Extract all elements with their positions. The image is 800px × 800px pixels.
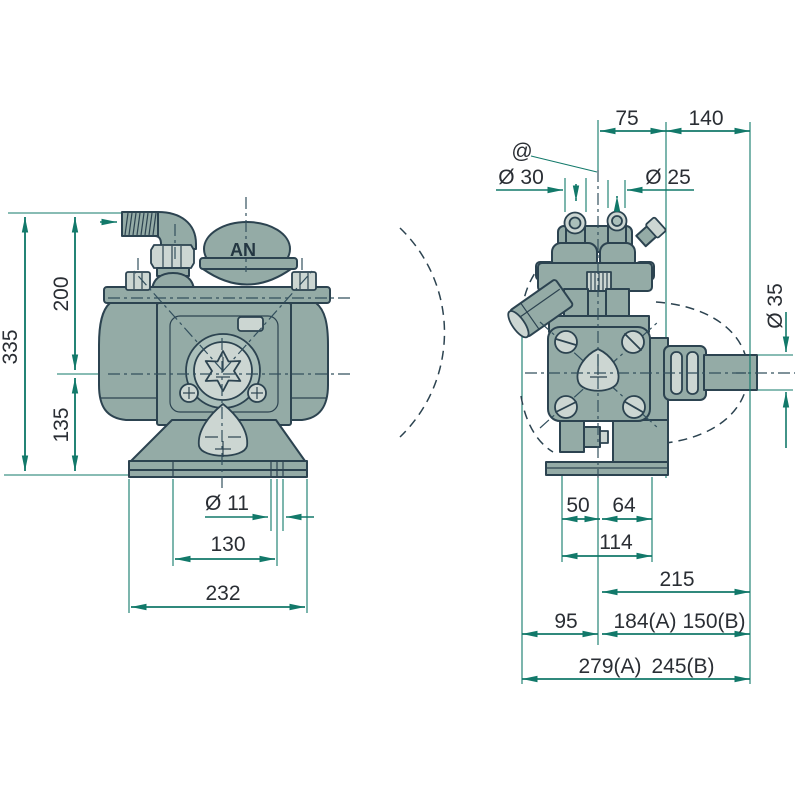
side-pump-body	[507, 210, 758, 476]
valve-body-mid	[587, 290, 607, 317]
front-centerlines	[108, 197, 354, 492]
dim-total-b: 245(B)	[651, 655, 714, 678]
base-plate-lower	[128, 469, 308, 478]
panel-tab	[237, 316, 264, 332]
dim-center-to-left-hole: 50	[566, 494, 589, 517]
star-marks	[216, 357, 230, 378]
front-pump-body	[98, 211, 331, 478]
dim-left-overhang: 95	[554, 610, 577, 633]
dim-width-a: 184(A)	[613, 610, 676, 633]
dim-overall-width: 232	[205, 582, 240, 605]
front-screws	[179, 383, 267, 403]
dome-lower-bulge	[202, 268, 292, 286]
dim-mount-hole-diameter: Ø 11	[205, 492, 249, 515]
dim-port-to-bracket: 75	[615, 107, 638, 130]
chamber-label: AN	[230, 240, 256, 260]
dim-outlet-diameter: Ø 25	[645, 166, 691, 189]
front-dimensions: 335 200 135 Ø 11 130 232	[0, 217, 314, 611]
callout-at-symbol: @	[511, 140, 532, 163]
knurl-lines	[590, 273, 608, 290]
dim-mount-hole-spacing: 130	[210, 533, 245, 556]
dim-overall-height: 335	[0, 329, 22, 364]
left-wing	[98, 302, 158, 421]
dim-center-to-shaft-end: 215	[659, 568, 694, 591]
dim-shaft-diameter: Ø 35	[764, 283, 787, 329]
mount-holes	[172, 461, 284, 477]
gearbox-screws	[554, 330, 646, 419]
drain-block	[559, 420, 585, 453]
cone-marks	[205, 436, 241, 457]
discharge-nozzle	[635, 216, 667, 248]
right-wing	[290, 302, 329, 421]
side-dimensions: 75 140 @ Ø 30 Ø 25 Ø 35 50 64 114 215 95…	[496, 107, 790, 684]
dim-hole-span: 114	[599, 531, 633, 554]
front-extension-lines	[4, 212, 308, 613]
suction-stub	[507, 279, 574, 339]
dim-inlet-diameter: Ø 30	[498, 166, 544, 189]
dim-bracket-to-shaft-end: 140	[688, 107, 723, 130]
hose-nut-facets	[162, 246, 182, 267]
dim-upper-height: 200	[50, 276, 73, 311]
dim-lower-height: 135	[50, 407, 73, 442]
dim-center-to-face: 64	[612, 494, 636, 517]
bracket-lower-plate	[612, 419, 669, 463]
front-phantom-arc	[399, 227, 446, 438]
side-view: 75 140 @ Ø 30 Ø 25 Ø 35 50 64 114 215 95…	[496, 107, 795, 684]
hose-corrugation	[124, 212, 157, 236]
dim-total-a: 279(A)	[578, 655, 641, 678]
base-plate-upper	[128, 460, 308, 471]
top-bolts	[125, 271, 317, 291]
dome-flange	[199, 257, 298, 270]
front-view: 335 200 135 Ø 11 130 232 AN	[0, 197, 446, 613]
dim-width-b: 150(B)	[682, 610, 745, 633]
